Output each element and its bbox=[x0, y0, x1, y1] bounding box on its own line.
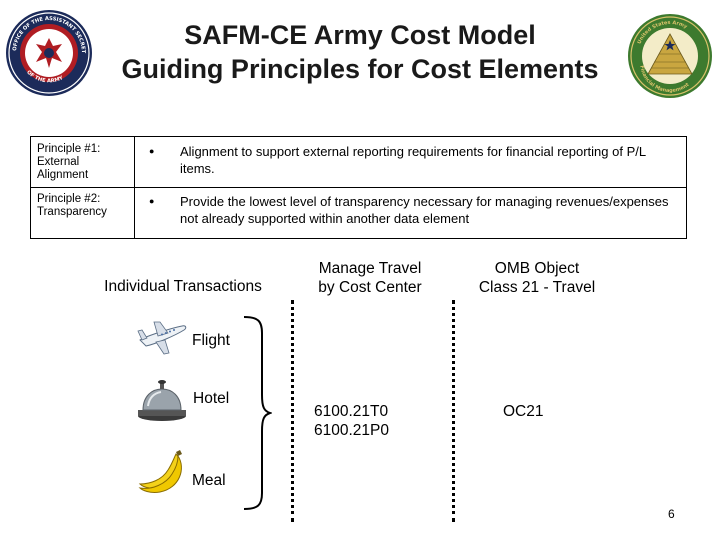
title-line-2: Guiding Principles for Cost Elements bbox=[121, 54, 599, 84]
principle-row: Principle #1: External Alignment ● Align… bbox=[31, 137, 686, 188]
transaction-label-hotel: Hotel bbox=[193, 390, 230, 407]
army-financial-management-seal-icon: United States Army Financial Management bbox=[628, 14, 712, 98]
travel-codes: 6100.21T0 6100.21P0 bbox=[314, 402, 389, 440]
principle-description: ● Alignment to support external reportin… bbox=[149, 143, 678, 177]
principle-number: Principle #2: bbox=[37, 193, 101, 205]
title-line-1: SAFM-CE Army Cost Model bbox=[184, 20, 536, 50]
principle-row: Principle #2: Transparency ● Provide the… bbox=[31, 187, 686, 239]
page-number: 6 bbox=[668, 507, 675, 521]
transactions-header: Individual Transactions bbox=[104, 278, 262, 295]
airplane-icon bbox=[137, 321, 187, 355]
principle-name: Transparency bbox=[37, 206, 107, 218]
transaction-label-flight: Flight bbox=[192, 332, 230, 349]
principles-table: Principle #1: External Alignment ● Align… bbox=[30, 136, 687, 239]
principle-label: Principle #1: External Alignment bbox=[31, 137, 135, 187]
omb-header-line-2: Class 21 - Travel bbox=[478, 279, 596, 296]
travel-header-line-2: by Cost Center bbox=[318, 279, 422, 296]
bullet-icon: ● bbox=[149, 196, 155, 206]
column-divider bbox=[452, 300, 455, 522]
principle-text: Alignment to support external reporting … bbox=[180, 144, 646, 176]
omb-header: OMB Object Class 21 - Travel bbox=[462, 259, 612, 297]
grouping-bracket bbox=[243, 316, 272, 510]
principle-name: Alignment bbox=[37, 169, 89, 181]
assistant-secretary-seal-icon: OFFICE OF THE ASSISTANT SECRETARY OF THE… bbox=[4, 8, 92, 96]
bullet-icon: ● bbox=[149, 146, 155, 156]
omb-header-line-1: OMB Object bbox=[494, 260, 580, 277]
principle-description: ● Provide the lowest level of transparen… bbox=[149, 193, 678, 227]
principle-text: Provide the lowest level of transparency… bbox=[180, 194, 669, 226]
principle-label: Principle #2: Transparency bbox=[31, 187, 135, 239]
cost-code: 6100.21T0 bbox=[314, 403, 389, 420]
omb-code: OC21 bbox=[503, 403, 544, 420]
service-bell-icon bbox=[138, 380, 186, 421]
transaction-label-meal: Meal bbox=[192, 472, 226, 489]
travel-header-line-1: Manage Travel bbox=[318, 260, 422, 277]
page-title: SAFM-CE Army Cost Model Guiding Principl… bbox=[100, 18, 620, 86]
principle-number: Principle #1: bbox=[37, 143, 101, 155]
bananas-icon bbox=[138, 450, 182, 493]
cost-code: 6100.21P0 bbox=[314, 422, 389, 439]
travel-header: Manage Travel by Cost Center bbox=[300, 259, 440, 297]
principle-name: External bbox=[37, 156, 80, 168]
column-divider bbox=[291, 300, 294, 522]
